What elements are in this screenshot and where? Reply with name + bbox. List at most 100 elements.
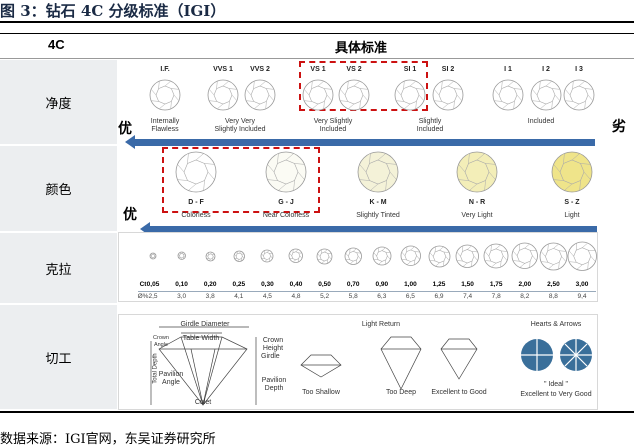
table-width-label: Table Width [183,335,220,343]
carat-value: 1,25 [433,281,446,288]
header-standard: 具体标准 [335,37,387,56]
color-diamond-icon [551,151,593,193]
diameter-value: 4,5 [263,293,272,300]
color-grade-label: G - J [278,199,294,206]
diameter-value: 5,2 [320,293,329,300]
diameter-axis-label: Ø% [138,293,149,300]
clarity-grade-label: VVS 1 [213,66,233,73]
clarity-group-label: Slightly Included [215,126,266,134]
diameter-value: 9,4 [577,293,586,300]
carat-value: 0,40 [290,281,303,288]
carat-value: 2,50 [547,281,560,288]
carat-value: 0,50 [318,281,331,288]
girdle-diameter-label: Girdle Diameter [180,321,229,329]
carat-diamond-icon [539,242,568,271]
excellent-very-good-label: Excellent to Very Good [520,391,591,399]
diameter-value: 4,1 [234,293,243,300]
clarity-group-label: Included [417,126,443,134]
worst-label: 劣 [612,116,626,136]
color-diamond-icon [265,151,307,193]
crown-angle-label: Crown Angle [151,335,171,348]
too-deep-label: Too Deep [386,389,416,397]
carat-diamond-icon [344,247,363,266]
carat-diamond-icon [149,252,157,260]
carat-value: 0,20 [204,281,217,288]
row-label-color: 颜色 [0,146,117,231]
clarity-diamond-icon [207,79,239,111]
color-description-label: Near Colorless [263,212,309,220]
clarity-grade-label: VS 2 [346,66,361,73]
clarity-diamond-icon [432,79,464,111]
quality-arrow [135,139,595,146]
carat-diamond-icon [205,251,216,262]
color-diamond-icon [456,151,498,193]
carat-value: 0,90 [375,281,388,288]
carat-value: 0,25 [232,281,245,288]
diameter-value: 8,8 [549,293,558,300]
clarity-grade-label: I 2 [542,66,550,73]
clarity-grade-label: SI 2 [442,66,454,73]
clarity-diamond-icon [338,79,370,111]
diameter-value: 6,3 [377,293,386,300]
carat-diamond-icon [455,244,480,269]
diameter-value: 4,8 [291,293,300,300]
diameter-value: 3,0 [177,293,186,300]
diameter-value: 3,8 [206,293,215,300]
clarity-grade-label: I 3 [575,66,583,73]
carat-diamond-icon [316,248,333,265]
diameter-value: 6,9 [434,293,443,300]
clarity-grade-label: I 1 [504,66,512,73]
carat-diamond-icon [288,248,304,264]
row-label-clarity: 净度 [0,60,117,144]
divider [0,33,634,34]
carat-value: 0,30 [261,281,274,288]
culet-label: Culet [195,399,211,407]
color-grade-label: S - Z [564,199,579,206]
carat-value: 1,75 [490,281,503,288]
diameter-value: 2,5 [148,293,157,300]
clarity-grade-label: SI 1 [404,66,416,73]
light-return-label: Light Return [362,321,400,329]
clarity-grade-label: VS 1 [310,66,325,73]
divider [138,291,596,292]
clarity-diamond-icon [302,79,334,111]
carat-diamond-icon [483,243,509,269]
clarity-group-label: Flawless [151,126,178,134]
ideal-label: " Ideal " [544,381,568,389]
clarity-diamond-icon [394,79,426,111]
carat-diamond-icon [233,250,246,263]
carat-diamond-icon [372,246,392,266]
color-description-label: Light [564,212,579,220]
carat-diamond-icon [177,251,187,261]
color-description-label: Slightly Tinted [356,212,400,220]
carat-diamond-icon [567,241,598,272]
cut-panel: Girdle Diameter Table Width Crown Angle … [118,314,598,410]
clarity-group-label: Included [320,126,346,134]
divider [0,21,634,23]
figure-title: 图 3：钻石 4C 分级标准（IGI） [0,0,225,21]
row-label-cut: 切工 [0,305,117,409]
clarity-diamond-icon [244,79,276,111]
clarity-diamond-icon [563,79,595,111]
source-note: 数据来源：IGI官网，东吴证券研究所 [0,428,216,447]
pavilion-angle-label: Pavilion Angle [156,371,186,388]
clarity-diamond-icon [149,79,181,111]
diameter-value: 6,5 [406,293,415,300]
color-grade-label: N - R [469,199,485,206]
clarity-group-label: Included [528,118,554,126]
carat-value: 1,00 [404,281,417,288]
crown-height-label: Crown Height [261,337,285,354]
diameter-value: 5,8 [349,293,358,300]
row-label-carat: 克拉 [0,233,117,303]
carat-value: 3,00 [576,281,589,288]
color-grade-label: D - F [188,199,204,206]
carat-diamond-icon [400,245,422,267]
carat-value: 1,50 [461,281,474,288]
pavilion-depth-label: Pavilion Depth [261,377,287,394]
color-diamond-icon [357,151,399,193]
clarity-diamond-icon [492,79,524,111]
clarity-grade-label: VVS 2 [250,66,270,73]
diameter-value: 7,4 [463,293,472,300]
color-diamond-icon [175,151,217,193]
color-description-label: Very Light [461,212,492,220]
